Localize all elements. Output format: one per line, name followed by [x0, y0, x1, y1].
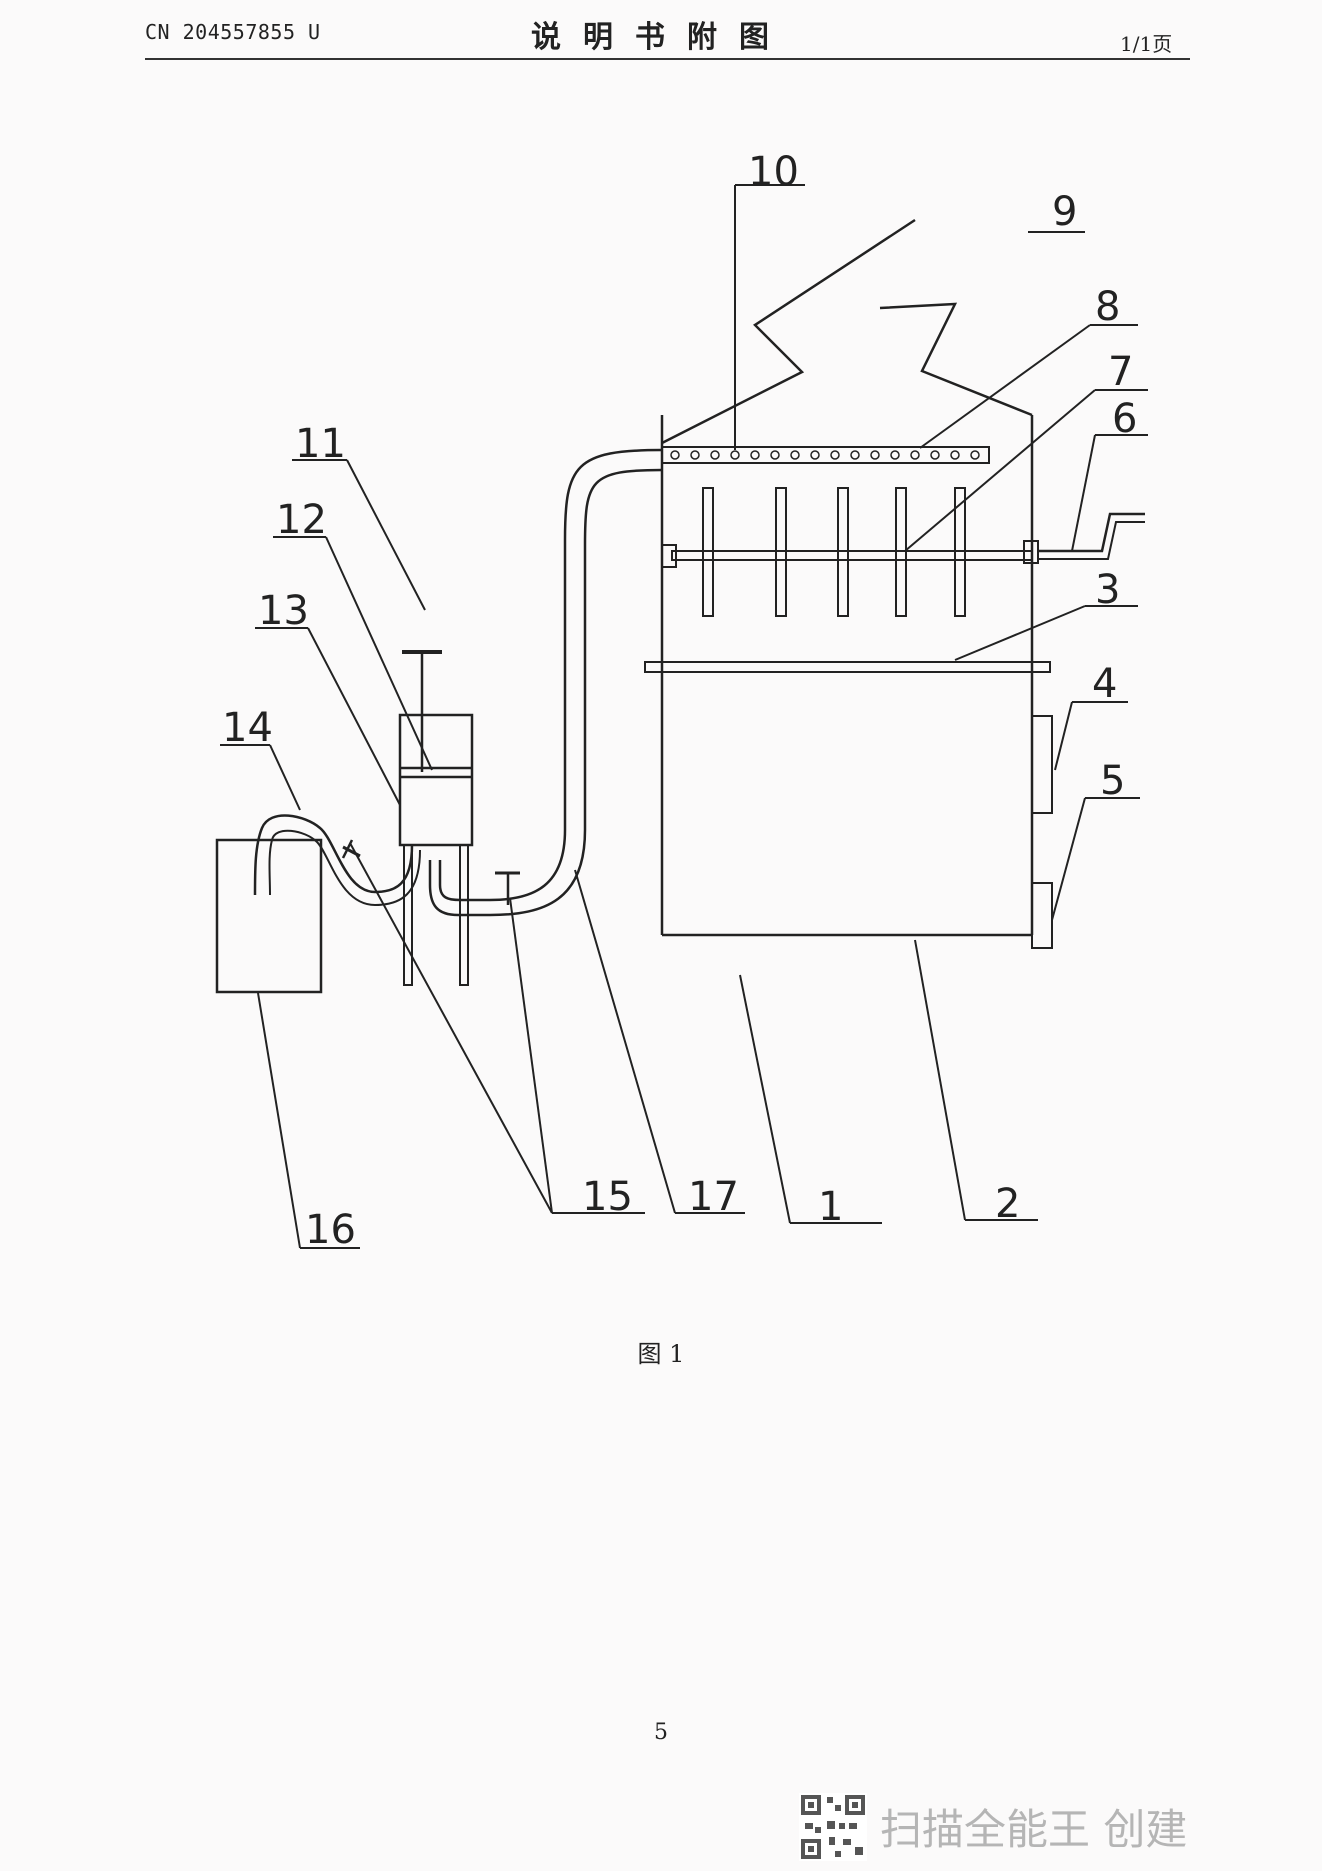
- label-13: 13: [258, 588, 309, 634]
- spray-holes: [670, 450, 980, 460]
- label-12: 12: [276, 497, 327, 543]
- label-5: 5: [1100, 758, 1125, 804]
- label-9: 9: [1052, 189, 1077, 235]
- label-8: 8: [1095, 284, 1120, 330]
- label-6: 6: [1112, 396, 1137, 442]
- side-window: [1031, 715, 1053, 814]
- pipe-valve-right: [495, 871, 520, 905]
- figure-caption: 图 1: [637, 1340, 685, 1368]
- qr-code-icon: [799, 1793, 867, 1861]
- label-10: 10: [748, 149, 799, 195]
- page-indicator: 1/1页: [1120, 32, 1173, 56]
- leader-lines: [220, 184, 1148, 1249]
- filter-plate: [644, 661, 1051, 673]
- stirring-shaft: [661, 487, 1039, 617]
- page-number: 5: [654, 1720, 668, 1745]
- drain-outlet: [1031, 882, 1053, 949]
- patent-number: CN 204557855 U: [145, 20, 321, 44]
- label-15: 15: [582, 1174, 633, 1220]
- label-14: 14: [222, 705, 273, 751]
- label-4: 4: [1092, 661, 1117, 707]
- suction-pipe: [253, 814, 414, 896]
- container-body: [660, 218, 1034, 937]
- piston-pump: [398, 650, 474, 986]
- liquid-tank: [215, 838, 323, 994]
- label-11: 11: [295, 421, 346, 467]
- delivery-pipe: [438, 448, 663, 902]
- label-1: 1: [818, 1184, 843, 1230]
- watermark-text: 扫描全能王 创建: [880, 1805, 1188, 1854]
- label-16: 16: [305, 1207, 356, 1253]
- label-3: 3: [1095, 567, 1120, 613]
- spray-pipe: [661, 446, 990, 464]
- header-divider: [145, 58, 1190, 60]
- label-17: 17: [688, 1174, 739, 1220]
- label-7: 7: [1108, 349, 1133, 395]
- label-2: 2: [995, 1181, 1020, 1227]
- shaft-handle: [1038, 512, 1145, 553]
- page-title: 说明书附图: [531, 20, 791, 55]
